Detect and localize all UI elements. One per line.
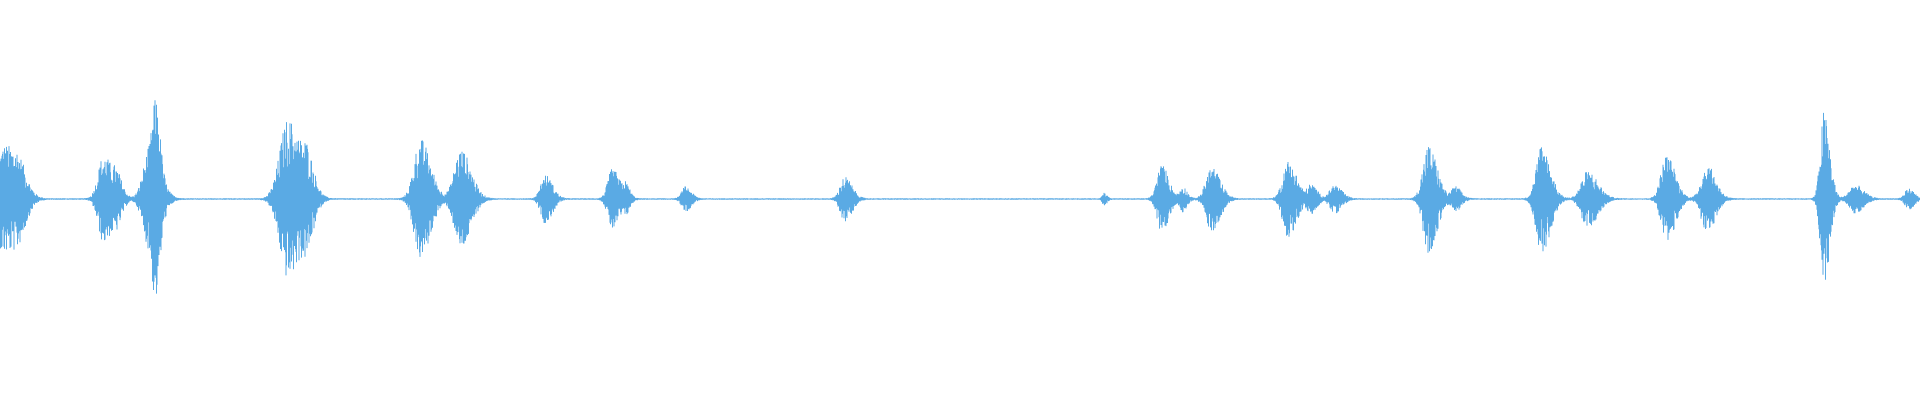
waveform-trace [0,100,1920,294]
